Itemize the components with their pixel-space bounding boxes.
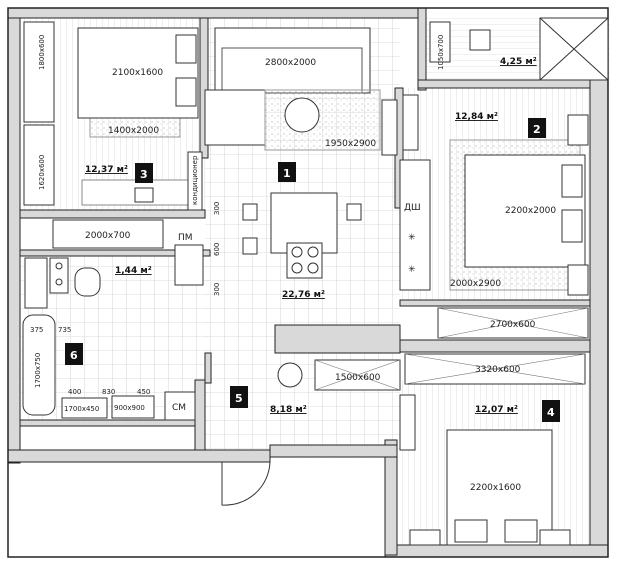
pillow [561, 164, 583, 198]
dim-600: 600 [213, 243, 221, 256]
shower [111, 395, 155, 419]
room1-number: 1 [283, 167, 291, 180]
armchair [204, 89, 266, 146]
sofa-label: 2800x2000 [265, 58, 316, 68]
room2-number: 2 [533, 123, 541, 136]
rug1-label: 1950x2900 [325, 139, 376, 149]
wardrobe3-bottom-label: 1620x600 [38, 155, 46, 190]
bathtub [22, 314, 56, 416]
sink-right: 450 [137, 388, 150, 396]
ac-label: кондиционер [191, 155, 199, 205]
pillow [175, 77, 197, 107]
pillow [561, 209, 583, 243]
chair-icon [242, 203, 258, 221]
dim-300a: 300 [213, 202, 221, 215]
pm-cabinet [174, 244, 204, 286]
sofa-seat [221, 47, 363, 94]
room5-number: 5 [235, 392, 243, 405]
fridge-icon: ✳ [408, 265, 416, 275]
room6-badge [65, 343, 83, 365]
room6-number: 6 [70, 349, 78, 362]
chair-icon [134, 187, 154, 203]
sink-box-label: 1700x450 [64, 405, 99, 413]
nightstand [567, 114, 589, 146]
wardrobe4-label: 3320x600 [475, 365, 521, 375]
room4-number: 4 [547, 406, 555, 419]
ac-unit-room3 [187, 151, 203, 211]
bed4-label: 2200x1600 [470, 483, 521, 493]
wardrobe2-label: 2700x600 [490, 320, 536, 330]
room3-area: 12,37 м² [85, 165, 128, 175]
room3-number: 3 [140, 168, 148, 181]
rug3-label: 1400x2000 [108, 126, 159, 136]
dishwasher-label: ДШ [404, 203, 421, 213]
fridge-icon: ✳ [408, 233, 416, 243]
sink-wc [49, 257, 69, 294]
wardrobe3-bottom [23, 124, 55, 206]
bath-dim-b: 735 [58, 326, 71, 334]
room2-area: 12,84 м² [455, 112, 498, 122]
sink-width: 830 [102, 388, 115, 396]
ac-unit-room4 [399, 394, 416, 451]
nightstand [567, 264, 589, 296]
bath-dim-a: 375 [30, 326, 43, 334]
coffee-table [284, 97, 320, 133]
bed2-label: 2200x2000 [505, 206, 556, 216]
hall-wardrobe-label: 1500x600 [335, 373, 381, 383]
bed3-label: 2100x1600 [112, 68, 163, 78]
nightstand [409, 529, 441, 546]
pillow [454, 519, 488, 543]
room1-badge [278, 162, 296, 182]
room2-badge [528, 118, 546, 138]
kitchen-counter [399, 159, 431, 291]
chair-icon [469, 29, 491, 51]
pillow [504, 519, 538, 543]
shelf3 [52, 219, 164, 249]
dim-300b: 300 [213, 283, 221, 296]
storage [24, 257, 48, 309]
sink-dim: 400 [68, 388, 81, 396]
room5-area: 8,18 м² [270, 405, 307, 415]
wardrobe3-top-label: 1800x600 [38, 35, 46, 70]
chair-icon [346, 203, 362, 221]
room5-badge [230, 386, 248, 408]
wc-area: 1,44 м² [115, 266, 152, 276]
toilet [74, 267, 101, 297]
pm-label: ПМ [178, 233, 193, 243]
nightstand [539, 529, 571, 546]
pouf [277, 362, 303, 388]
sm-label: СМ [172, 403, 186, 413]
room4-area: 12,07 м² [475, 405, 518, 415]
pillow [175, 34, 197, 64]
chair-icon [242, 237, 258, 255]
rug1 [264, 89, 381, 151]
balcony-table [429, 21, 451, 63]
entrance-door [221, 461, 271, 506]
wardrobe3-top [23, 21, 55, 123]
ac-unit-room2 [402, 94, 419, 151]
balcony-area: 4,25 м² [500, 57, 537, 67]
washing-machine [164, 391, 196, 421]
sink-box [61, 397, 108, 419]
rug2-label: 2000x2900 [450, 279, 501, 289]
ac-unit-room1 [381, 99, 398, 156]
room4-badge [542, 400, 560, 422]
bath-label: 1700x750 [34, 353, 42, 388]
shelf3-label: 2000x700 [85, 231, 131, 241]
balcony-table-label: 1050x700 [437, 35, 445, 70]
room1-area: 22,76 м² [282, 290, 325, 300]
shower-label: 900x900 [114, 404, 145, 412]
shaft-cross-icon [539, 17, 609, 81]
room3-badge [135, 163, 153, 183]
